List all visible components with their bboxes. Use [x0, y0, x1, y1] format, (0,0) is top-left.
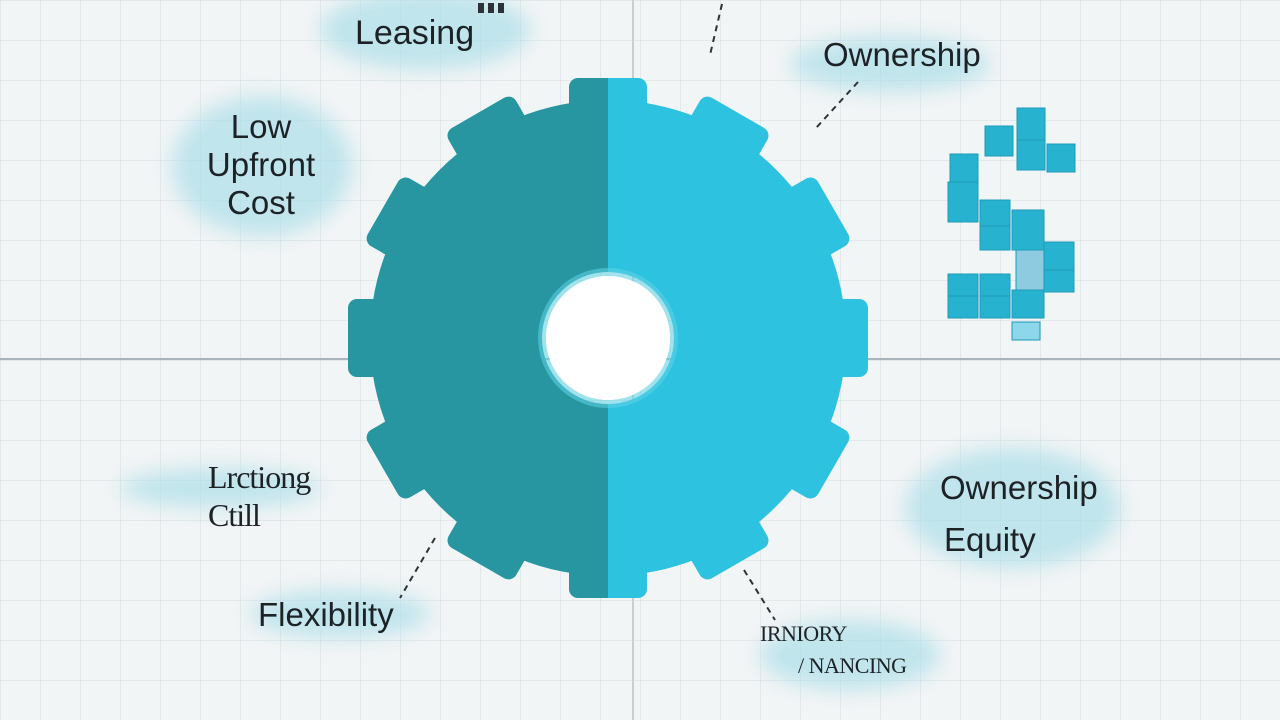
label-low-upfront-cost-line-1: Low [230, 108, 292, 145]
glow-financing [760, 620, 940, 690]
glow-ownership-top [790, 36, 990, 92]
glow-low-upfront-cost [172, 96, 352, 236]
glow-leasing [320, 0, 530, 70]
label-locational-cost-line-2: Ctill [208, 497, 261, 533]
glow-locational-cost [120, 468, 320, 508]
label-low-upfront-cost-line-3: Cost [227, 184, 295, 221]
label-ownership-equity-line-2: Equity [944, 521, 1036, 558]
label-low-upfront-cost: Low Upfront Cost [196, 108, 326, 222]
label-ownership-equity: Ownership Equity [940, 462, 1098, 566]
label-ownership: Ownership [823, 36, 981, 73]
dollar-sign-icon [947, 107, 1076, 341]
top-fragment-mark [478, 0, 514, 13]
label-ownership-equity-line-1: Ownership [940, 469, 1098, 506]
label-financing-line-1: IRNIORY [760, 621, 847, 646]
gear-hole [546, 276, 670, 400]
gear-hole-rim [538, 268, 678, 408]
connector-top-right-a [709, 3, 723, 56]
connector-financing [743, 569, 776, 621]
label-financing: IRNIORY / NANCING [760, 618, 907, 682]
label-flexibility: Flexibility [258, 596, 394, 633]
label-financing-line-2: / NANCING [798, 653, 907, 678]
glow-ownership-equity [905, 448, 1120, 568]
label-low-upfront-cost-line-2: Upfront [206, 146, 316, 183]
label-locational-cost-line-1: Lrctiong [208, 459, 311, 495]
label-leasing: Leasing [355, 14, 475, 52]
connector-flexibility [399, 537, 436, 599]
label-locational-cost: Lrctiong Ctill [208, 458, 311, 534]
gear-icon [308, 38, 908, 638]
